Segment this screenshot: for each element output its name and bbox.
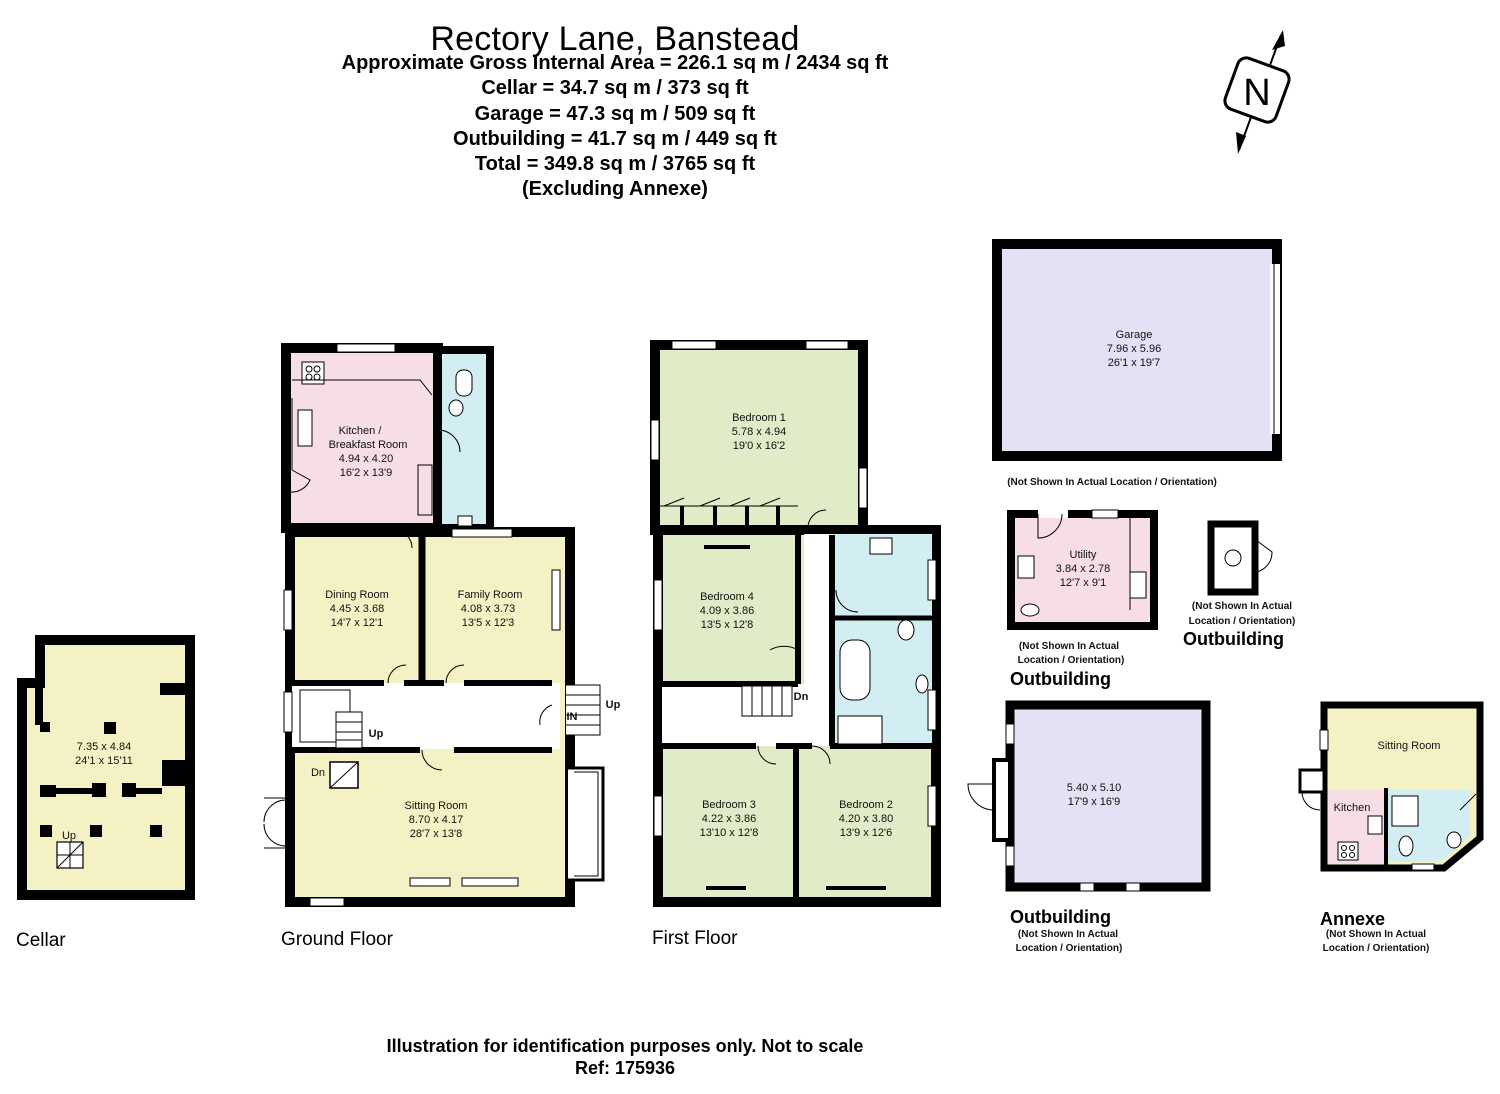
outbuilding-imperial: 17'9 x 16'9 (1068, 796, 1121, 808)
area-line-excluding: (Excluding Annexe) (522, 178, 708, 200)
utility-outbuilding-label: Outbuilding (1010, 669, 1111, 689)
main-outbuilding-note-2: Location / Orientation) (1016, 943, 1123, 954)
garage-imperial: 26'1 x 19'7 (1108, 357, 1161, 369)
annexe-kitchen-name: Kitchen (1334, 802, 1371, 814)
main-outbuilding-plan: 5.40 x 5.10 17'9 x 16'9 Outbuilding (Not… (967, 700, 1211, 954)
dining-metric: 4.45 x 3.68 (330, 603, 384, 615)
ground-up-label: Up (369, 728, 384, 740)
bedroom4-name: Bedroom 4 (700, 591, 754, 603)
small-outbuilding-note-2: Location / Orientation) (1189, 616, 1296, 627)
floor-label-ground: Ground Floor (281, 929, 393, 950)
annexe-plan: Sitting Room Kitchen Annexe (Not Shown I… (1298, 701, 1484, 954)
dining-name: Dining Room (325, 589, 389, 601)
utility-note-1: (Not Shown In Actual (1019, 641, 1119, 652)
floor-label-cellar: Cellar (16, 930, 66, 951)
front-up-label: Up (606, 699, 621, 711)
reference-number: Ref: 175936 (574, 1058, 676, 1078)
compass-letter: N (1243, 72, 1270, 114)
bedroom1-name: Bedroom 1 (732, 412, 786, 424)
utility-outbuilding-plan: Utility 3.84 x 2.78 12'7 x 9'1 (Not Show… (1007, 509, 1158, 689)
bedroom1-imperial: 19'0 x 16'2 (733, 440, 786, 452)
area-line-outbuilding: Outbuilding = 41.7 sq m / 449 sq ft (453, 128, 777, 150)
bedroom3-name: Bedroom 3 (702, 799, 756, 811)
kitchen-name-2: Breakfast Room (329, 439, 408, 451)
bedroom1-metric: 5.78 x 4.94 (732, 426, 786, 438)
bedroom2-imperial: 13'9 x 12'6 (840, 827, 893, 839)
bedroom3-imperial: 13'10 x 12'8 (700, 827, 759, 839)
area-line-gia: Approximate Gross Internal Area = 226.1 … (341, 52, 889, 74)
dining-imperial: 14'7 x 12'1 (331, 617, 384, 629)
north-compass-icon: N (1223, 30, 1291, 154)
bedroom2-metric: 4.20 x 3.80 (839, 813, 893, 825)
disclaimer: Illustration for identification purposes… (386, 1036, 864, 1056)
annexe-note-1: (Not Shown In Actual (1326, 929, 1426, 940)
family-name: Family Room (458, 589, 523, 601)
annexe-sitting-name: Sitting Room (1378, 740, 1441, 752)
kitchen-imperial: 16'2 x 13'9 (340, 467, 393, 479)
annexe-label: Annexe (1320, 909, 1385, 929)
first-dn-label: Dn (794, 691, 809, 703)
cellar-metric: 7.35 x 4.84 (77, 741, 131, 753)
garage-name: Garage (1116, 329, 1153, 341)
utility-metric: 3.84 x 2.78 (1056, 563, 1110, 575)
ground-dn-label: Dn (311, 767, 325, 779)
ground-floor-plan: Kitchen / Breakfast Room 4.94 x 4.20 16'… (263, 343, 621, 907)
kitchen-name-1: Kitchen / (339, 425, 383, 437)
garage-note: (Not Shown In Actual Location / Orientat… (1007, 477, 1217, 488)
outbuilding-metric: 5.40 x 5.10 (1067, 782, 1121, 794)
cellar-plan: 7.35 x 4.84 24'1 x 15'11 Up (17, 635, 195, 900)
property-title: Rectory Lane, Banstead (430, 20, 800, 58)
utility-name: Utility (1070, 549, 1097, 561)
small-outbuilding-plan: (Not Shown In Actual Location / Orientat… (1183, 520, 1296, 649)
area-line-total: Total = 349.8 sq m / 3765 sq ft (474, 153, 756, 175)
area-line-garage: Garage = 47.3 sq m / 509 sq ft (474, 103, 756, 125)
garage-plan: Garage 7.96 x 5.96 26'1 x 19'7 (Not Show… (992, 239, 1282, 488)
garage-metric: 7.96 x 5.96 (1107, 343, 1161, 355)
annexe-note-2: Location / Orientation) (1323, 943, 1430, 954)
family-metric: 4.08 x 3.73 (461, 603, 515, 615)
bedroom4-imperial: 13'5 x 12'8 (701, 619, 754, 631)
entrance-in-label: IN (567, 711, 578, 723)
first-floor-plan: Bedroom 1 5.78 x 4.94 19'0 x 16'2 Bedroo… (650, 340, 941, 907)
sitting-metric: 8.70 x 4.17 (409, 814, 463, 826)
kitchen-metric: 4.94 x 4.20 (339, 453, 393, 465)
utility-note-2: Location / Orientation) (1018, 655, 1125, 666)
small-outbuilding-label: Outbuilding (1183, 629, 1284, 649)
sitting-imperial: 28'7 x 13'8 (410, 828, 463, 840)
main-outbuilding-note-1: (Not Shown In Actual (1018, 929, 1118, 940)
bedroom3-metric: 4.22 x 3.86 (702, 813, 756, 825)
bedroom4-metric: 4.09 x 3.86 (700, 605, 754, 617)
floor-label-first: First Floor (652, 928, 738, 949)
area-line-cellar: Cellar = 34.7 sq m / 373 sq ft (481, 77, 749, 99)
utility-imperial: 12'7 x 9'1 (1060, 577, 1106, 589)
family-imperial: 13'5 x 12'3 (462, 617, 515, 629)
sitting-name: Sitting Room (405, 800, 468, 812)
cellar-imperial: 24'1 x 15'11 (75, 755, 133, 767)
cellar-up-label: Up (62, 830, 76, 842)
small-outbuilding-note-1: (Not Shown In Actual (1192, 601, 1292, 612)
bedroom2-name: Bedroom 2 (839, 799, 893, 811)
main-outbuilding-label: Outbuilding (1010, 907, 1111, 927)
